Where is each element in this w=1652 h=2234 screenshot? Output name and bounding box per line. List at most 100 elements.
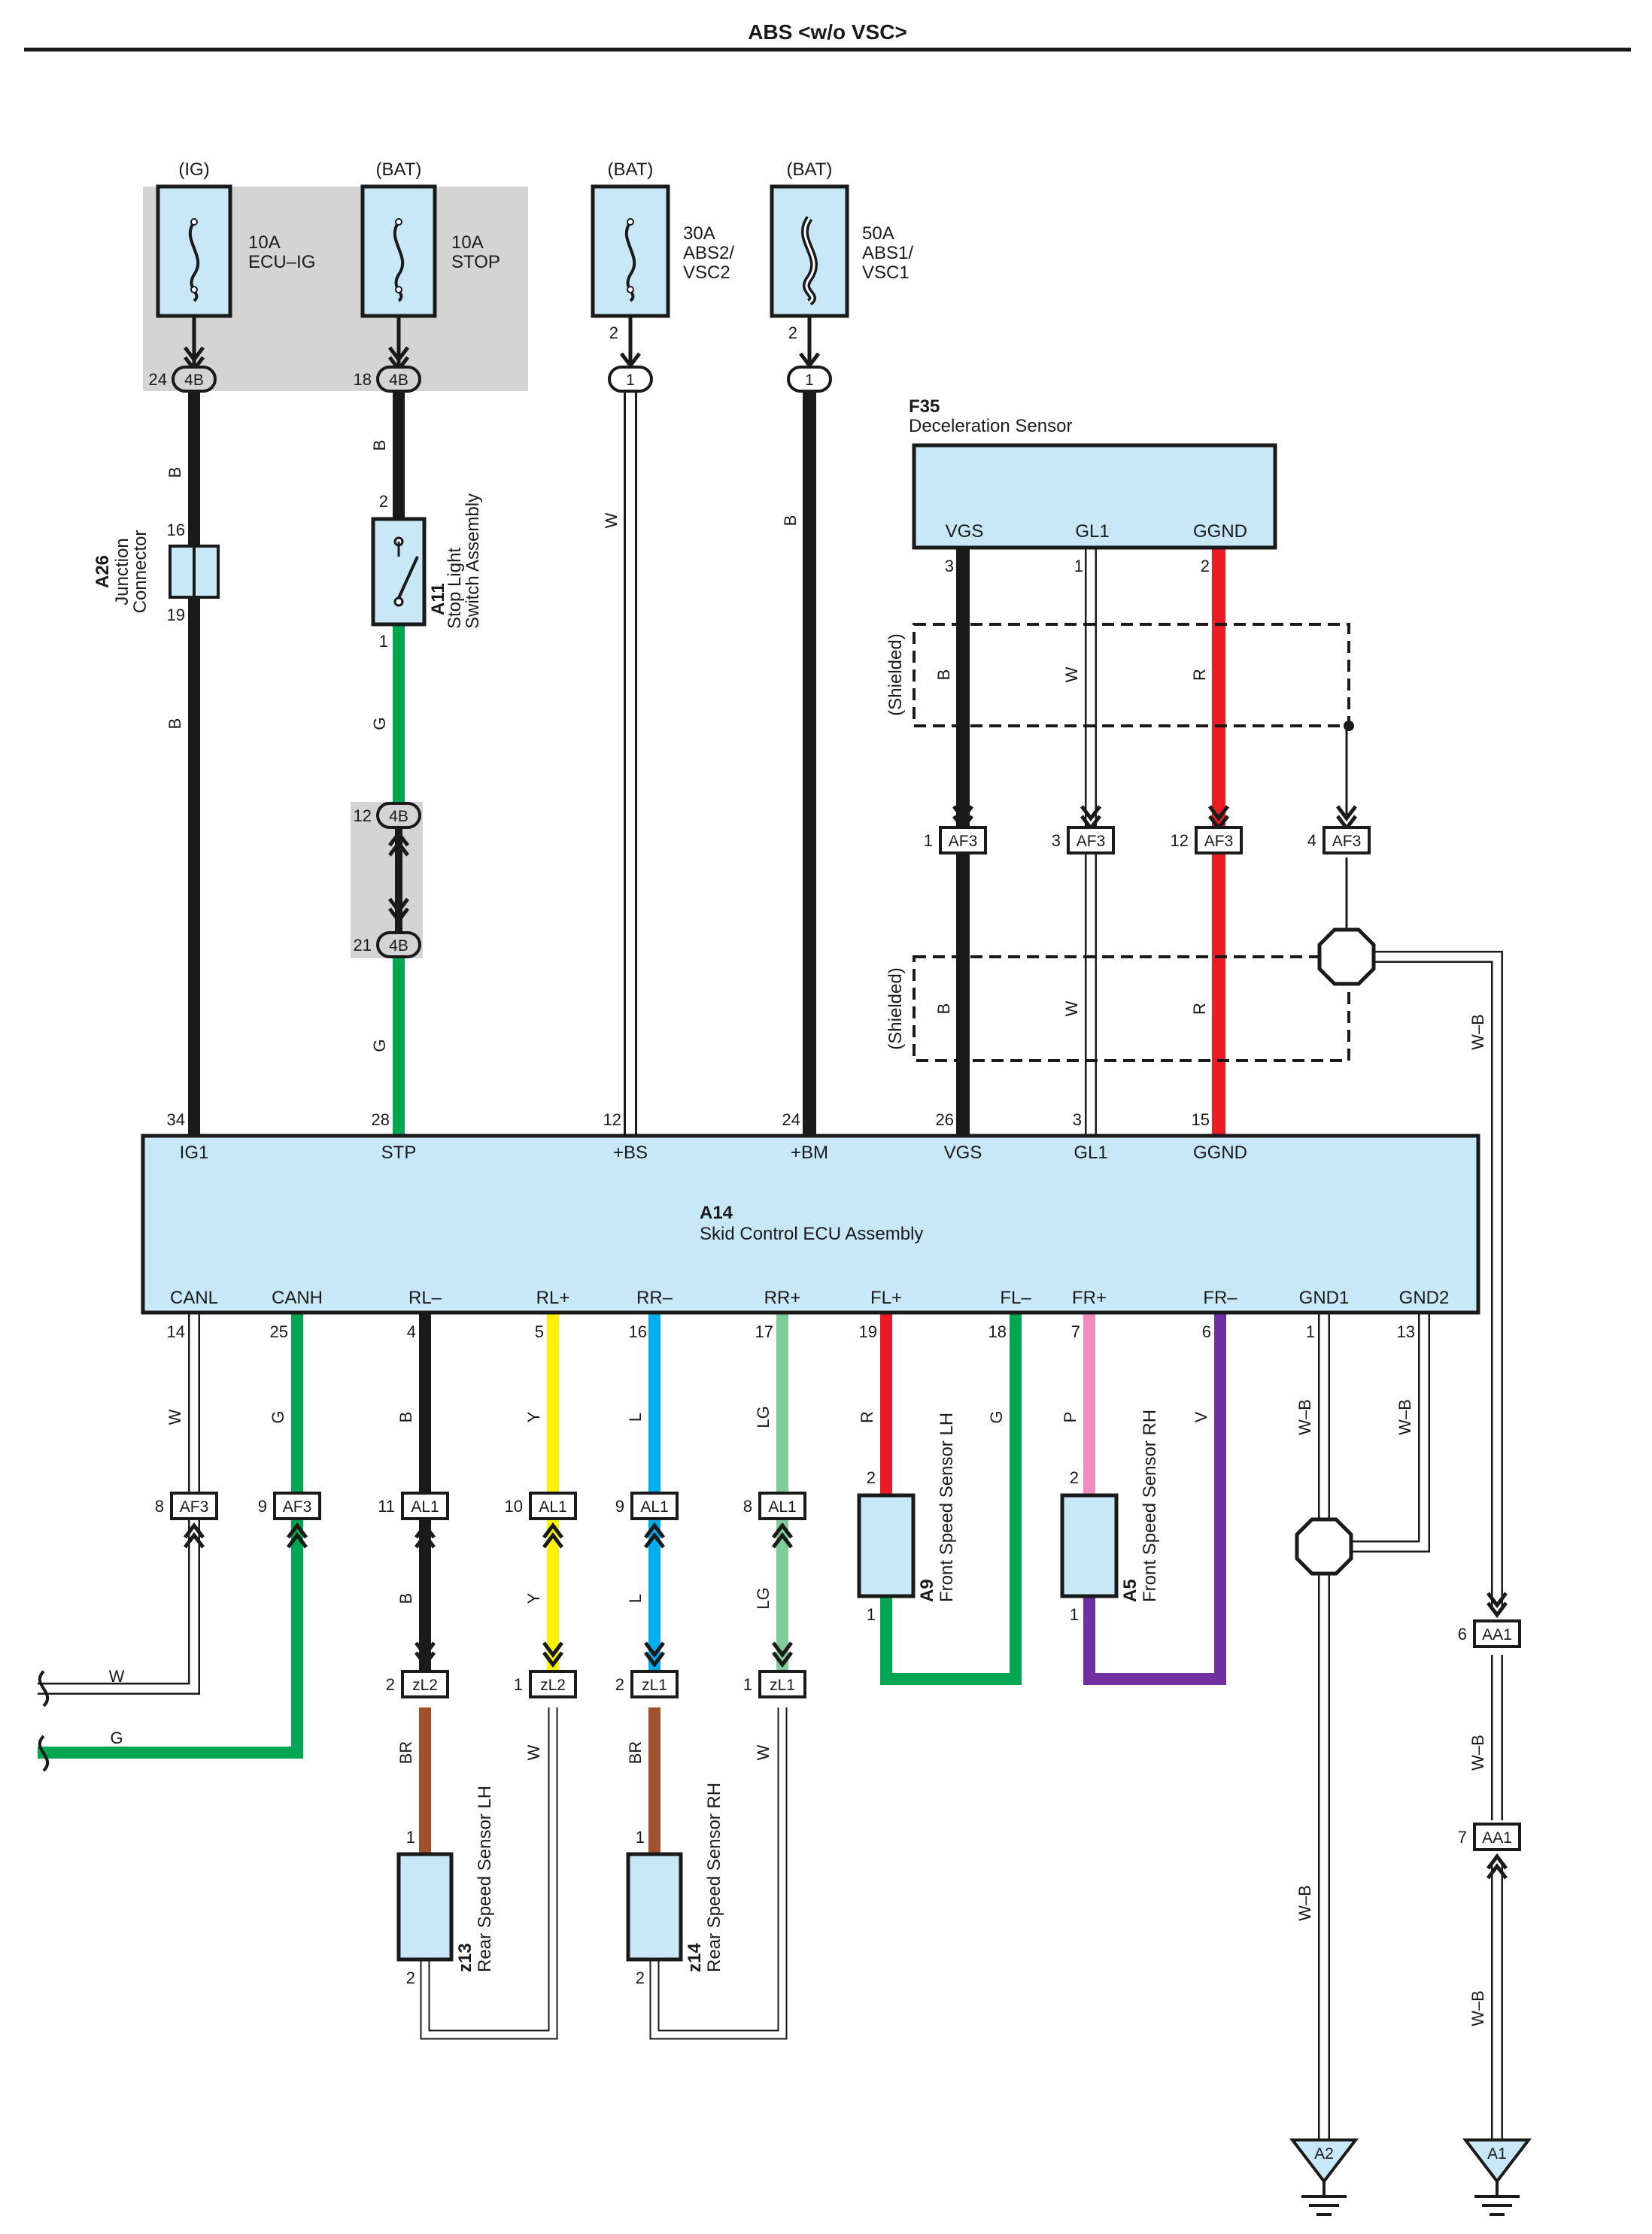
al1-label: AL1 [768, 1498, 796, 1516]
decel-code: F35 [909, 396, 940, 417]
ground-a2-label: A2 [1314, 2145, 1334, 2163]
supply-ig-label: (IG) [178, 159, 209, 180]
supply-bat-label-3: (BAT) [787, 159, 833, 180]
stop-switch-name-1: Stop Light [445, 548, 465, 629]
conn-1-oval [608, 366, 653, 393]
inline-4b-connectors: 4B 12 4B 21 [351, 802, 423, 958]
al1-pin: 9 [615, 1497, 624, 1516]
rear-lh-pin-bottom: 2 [406, 1968, 415, 1987]
wire-label: B [934, 1003, 953, 1015]
ecu-pin-fr-minus: 6 [1202, 1322, 1211, 1341]
fuse-terminal-icon [395, 286, 402, 293]
af3-box [170, 1492, 218, 1520]
fuse-abs1-pin: 2 [788, 323, 797, 342]
ecu-term-stp: STP [381, 1143, 417, 1163]
zl-box [758, 1670, 806, 1698]
ecu-term-gnd1: GND1 [1299, 1288, 1350, 1308]
wire-break-icon [38, 1735, 50, 1772]
af3-pin: 3 [1052, 831, 1061, 850]
wire-label: LG [754, 1587, 773, 1609]
fuse-terminal-icon [395, 218, 402, 226]
al1-box [529, 1492, 577, 1520]
wire-label: W–B [1395, 1399, 1414, 1435]
wire-break-icon [38, 1670, 50, 1707]
zl-connectors: zL2 2 zL2 1 zL1 2 zL1 1 [386, 1641, 806, 1698]
double-arrow-up-icon [388, 830, 409, 857]
al1-box [758, 1492, 806, 1520]
fuse-abs2-pin: 2 [609, 323, 618, 342]
double-arrow-up-icon [644, 1522, 665, 1549]
ecu-pin-fl-plus: 19 [859, 1322, 877, 1341]
af3-pin: 8 [155, 1497, 164, 1516]
fuse-abs2-rating: 30A [683, 223, 715, 244]
fuse-abs2: (BAT) 30A ABS2/ VSC2 2 [591, 159, 734, 342]
ecu-pin-canl: 14 [167, 1322, 185, 1341]
wire-label: W–B [1468, 1990, 1487, 2026]
wire-label: R [1190, 669, 1209, 681]
ecu-code: A14 [700, 1203, 733, 1223]
double-arrow-up-icon [772, 1522, 793, 1549]
ecu-term-fl-minus: FL– [1000, 1288, 1031, 1308]
rear-lh-pin-top: 1 [406, 1828, 415, 1847]
ecu-term-fr-plus: FR+ [1072, 1288, 1107, 1308]
wire-label: W [1062, 666, 1081, 682]
aa1-pin: 7 [1458, 1828, 1467, 1847]
zl-pin: 2 [386, 1675, 395, 1694]
decel-term-vgs: VGS [946, 521, 984, 542]
fuse-abs1-rating: 50A [862, 223, 894, 244]
conn-4b-oval [172, 366, 217, 393]
front-rh-pin-bottom: 1 [1070, 1605, 1079, 1624]
stop-switch-box [371, 517, 427, 627]
aa1-connector: AA1 7 [1458, 1823, 1521, 1880]
af3-lower-connector: AF3 8 [155, 1492, 218, 1549]
wire-label: B [781, 515, 800, 527]
zl-box [401, 1670, 449, 1698]
af3-label: AF3 [1204, 833, 1234, 850]
wire-label: G [987, 1410, 1006, 1423]
al1-label: AL1 [411, 1498, 439, 1516]
wire-label: W–B [1468, 1014, 1487, 1050]
conn-1-oval [787, 366, 832, 393]
inline-4b-top-pin: 12 [354, 806, 372, 825]
shield-box-lower [913, 955, 1350, 1062]
front-lh-pin-top: 2 [867, 1468, 876, 1487]
af3-connector: AF3 12 [1171, 805, 1243, 854]
rear-lh-name: Rear Speed Sensor LH [475, 1786, 495, 1972]
rear-speed-sensor-lh-z13: 1 2 z13 Rear Speed Sensor LH [396, 1786, 495, 1987]
rear-speed-sensor-rh-z14: 1 2 z14 Rear Speed Sensor RH [626, 1783, 724, 1987]
lower-connectors-row: AF3 8 AF3 9 AL1 11 AL1 10 AL1 9 [155, 1492, 806, 1549]
decel-term-ggnd: GGND [1193, 521, 1247, 542]
af3-box [273, 1492, 321, 1520]
ecu-pin-rr-plus: 17 [755, 1322, 773, 1341]
stop-light-switch-a11: 2 1 A11 Stop Light Switch Assembly [371, 492, 483, 651]
wire-label: W [166, 1409, 184, 1425]
aa1-connector: AA1 6 [1458, 1592, 1521, 1648]
conn-4b-oval [376, 931, 421, 958]
rear-lh-code: z13 [455, 1943, 475, 1972]
fuse-ecu-ig-icon [188, 220, 200, 302]
wire-fl-minus [880, 1313, 1022, 1685]
conn-4b-oval [376, 366, 421, 393]
ecu-term-canl: CANL [170, 1288, 218, 1308]
junction-connector-a26: 16 19 A26 Junction Connector [93, 521, 220, 624]
ecu-pin-gnd1: 1 [1306, 1322, 1315, 1341]
wire-rl-w [421, 1707, 557, 2038]
rear-lh-sensor-box [396, 1852, 454, 1962]
wire-label: W–B [1295, 1399, 1314, 1435]
deceleration-sensor-f35: F35 Deceleration Sensor VGS GL1 GGND 3 1… [909, 396, 1277, 575]
ecu-pin-rr-minus: 16 [629, 1322, 647, 1341]
front-lh-pin-bottom: 1 [867, 1605, 876, 1624]
af3-connector: AF3 3 [1052, 805, 1115, 854]
af3-box [1323, 826, 1371, 854]
wire-label: BR [626, 1741, 645, 1765]
ground-a2: A2 [1289, 2138, 1359, 2216]
wire-label: R [1190, 1003, 1209, 1015]
fuse-stop-name: STOP [451, 252, 500, 272]
ecu-term-bm: +BM [791, 1143, 828, 1163]
rear-rh-name: Rear Speed Sensor RH [704, 1783, 724, 1972]
junction-pin-top: 16 [167, 521, 185, 539]
ecu-pin-bs: 12 [603, 1110, 621, 1129]
stop-switch-pin-bottom: 1 [379, 632, 388, 651]
al1-connector: AL1 8 [743, 1492, 806, 1549]
inline-4b-top-label: 4B [389, 808, 408, 825]
